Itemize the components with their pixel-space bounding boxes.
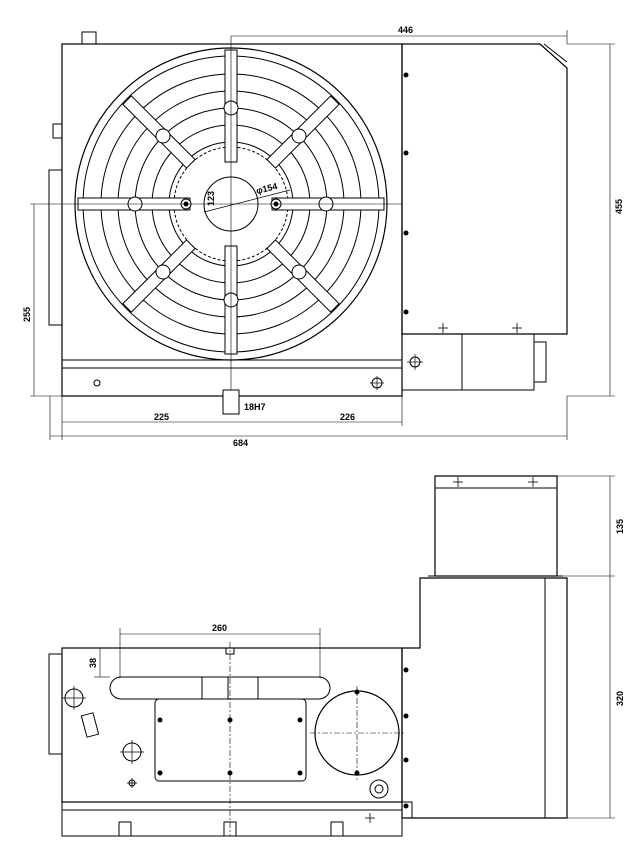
side-motor-box: [434, 475, 558, 577]
side-main-body: [61, 647, 403, 803]
housing-screw-dots: [403, 72, 409, 315]
side-housing-dots: [403, 667, 409, 809]
side-left-rail: [48, 653, 63, 755]
top-view-motor-box: [461, 333, 535, 391]
tslot-holes: [127, 100, 334, 308]
side-cover-plate: [154, 698, 307, 782]
top-view-motor-lower: [401, 333, 463, 391]
dim-225: 225: [154, 412, 169, 422]
side-oblong-slot: [109, 676, 331, 700]
dim-455: 455: [614, 199, 624, 214]
housing-crosses: [438, 323, 522, 333]
side-view: 260 38 135 320: [48, 475, 625, 837]
dim-320: 320: [615, 691, 625, 706]
dim-18h7: 18H7: [244, 402, 266, 412]
side-base-plate: [61, 801, 403, 837]
top-view-top-knob: [81, 31, 97, 45]
side-foot-3: [330, 821, 344, 837]
side-foot-1: [118, 821, 132, 837]
bore-diagonal: [203, 189, 291, 213]
side-plug-bottom: [369, 779, 389, 799]
top-view-housing-line: [543, 43, 568, 63]
side-foot-2: [223, 821, 237, 837]
dim-446: 446: [398, 25, 413, 35]
top-view-left-rail: [48, 169, 63, 326]
key-slot-18h7: [222, 389, 240, 415]
dim-684: 684: [233, 438, 248, 448]
top-dimension-lines: [30, 30, 615, 440]
dim-260: 260: [212, 623, 227, 633]
dim-123: 123: [206, 191, 216, 206]
side-base-right: [401, 801, 413, 819]
side-fitting: [80, 712, 100, 738]
top-view-left-knob: [52, 123, 63, 139]
dim-255: 255: [22, 307, 32, 322]
top-view: 446 455 255 225 226 684 18H7 φ154 123: [22, 25, 624, 448]
side-dimension-lines: [94, 475, 615, 819]
dim-226: 226: [340, 412, 355, 422]
motor-top-screws: [453, 477, 538, 487]
dim-135: 135: [615, 519, 625, 534]
side-tall-housing: [401, 577, 568, 819]
top-view-right-housing: [401, 43, 568, 335]
dim-38: 38: [88, 658, 98, 668]
base-hole-left: [93, 379, 101, 387]
top-view-motor-cap: [533, 341, 547, 383]
